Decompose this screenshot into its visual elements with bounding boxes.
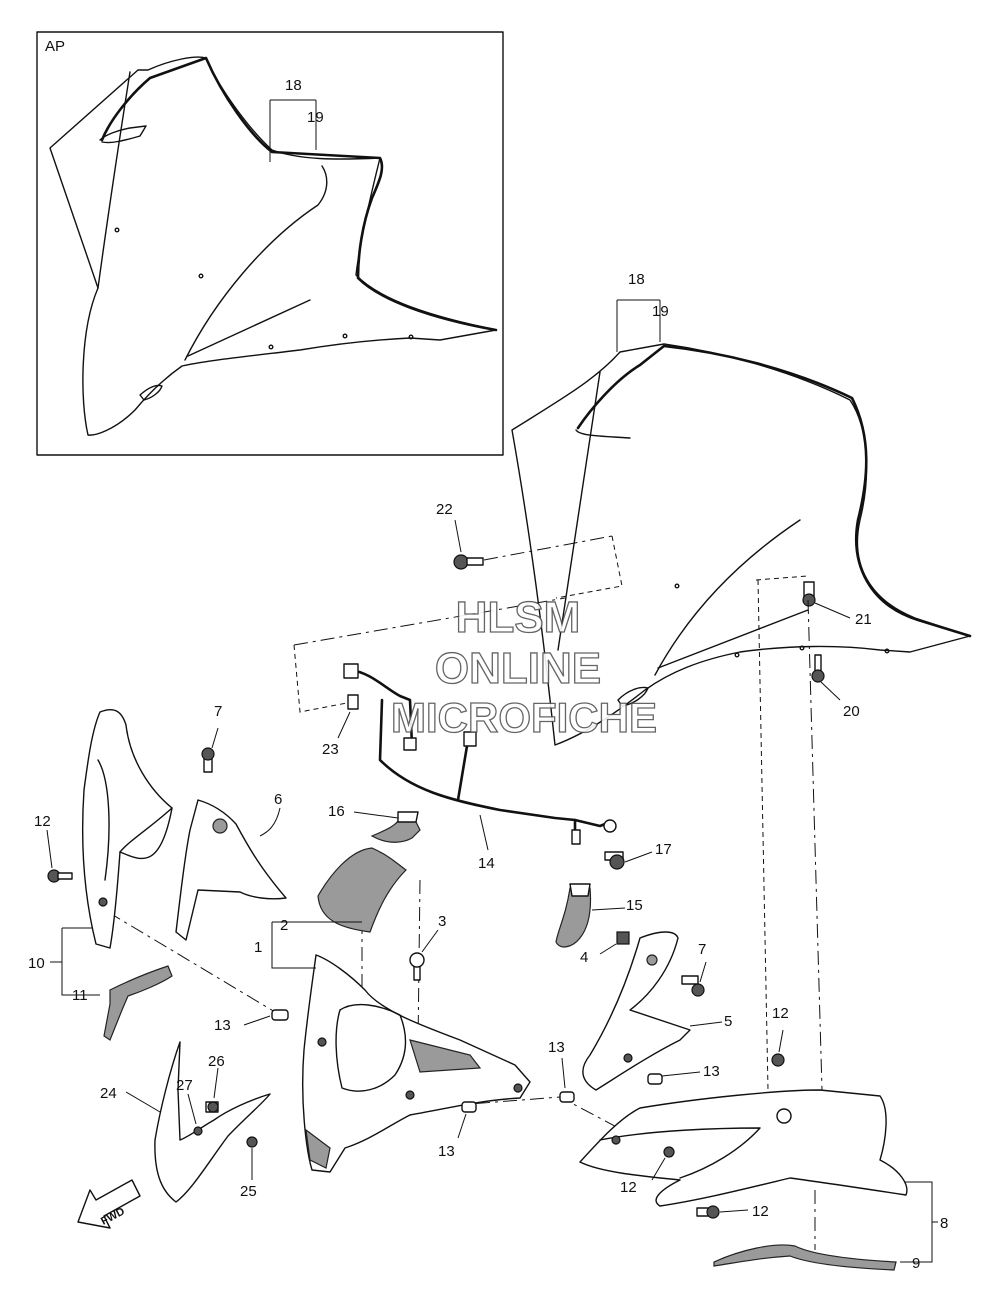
side-cover-1: 1 2	[254, 917, 531, 1173]
inset-ap-box: AP 18 19	[36, 31, 504, 456]
lower-trim-9: 9	[713, 1244, 920, 1272]
bracket-10-11: 10 11	[28, 927, 173, 1041]
callout-15: 15	[626, 897, 643, 914]
callout-3: 3	[438, 913, 446, 930]
screws-12-right: 12 12 12	[620, 1005, 789, 1220]
callout-20: 20	[843, 703, 860, 720]
watermark-line-2: ONLINE	[435, 644, 601, 693]
callout-5: 5	[724, 1013, 732, 1030]
callout-4: 4	[580, 949, 588, 966]
collars-13: 13 13 13	[438, 1039, 720, 1160]
callout-23: 23	[322, 741, 339, 758]
callout-16: 16	[328, 803, 345, 820]
screw-12-left: 12	[34, 813, 73, 883]
fwd-arrow: FWD	[77, 1179, 141, 1229]
callout-13-a: 13	[548, 1039, 565, 1056]
bracket-16: 16	[328, 803, 421, 843]
callout-18-inset: 18	[285, 77, 302, 94]
rivet-7-left: 7	[201, 703, 222, 773]
callout-6: 6	[274, 791, 282, 808]
callout-9: 9	[912, 1255, 920, 1272]
callout-12: 12	[34, 813, 51, 830]
rivet-7-right: 7	[681, 941, 707, 997]
windscreen-trim	[576, 344, 972, 638]
callout-1: 1	[254, 939, 262, 956]
callout-13-b: 13	[703, 1063, 720, 1080]
callout-8: 8	[940, 1215, 948, 1232]
callout-12-b: 12	[620, 1179, 637, 1196]
inset-label: AP	[45, 38, 65, 55]
watermark-line-3: MICROFICHE	[391, 694, 657, 741]
windscreen-edge	[557, 371, 601, 651]
watermark-line-1: HLSM	[456, 593, 581, 642]
windscreen-group: 18 19	[511, 271, 972, 746]
callout-13-c: 13	[438, 1143, 455, 1160]
windscreen-inner-edge	[654, 519, 801, 676]
lower-cover-24: 24 27 26 25	[100, 1041, 271, 1203]
inner-panel-10	[81, 708, 173, 949]
watermark: HLSM ONLINE MICROFICHE	[390, 592, 657, 741]
callout-26: 26	[208, 1053, 225, 1070]
stay-bracket-14: 14	[343, 663, 617, 872]
inset-crease	[187, 299, 311, 357]
callout-11: 11	[72, 987, 88, 1004]
callout-27: 27	[176, 1077, 193, 1094]
callout-7: 7	[214, 703, 222, 720]
panel-2	[317, 847, 407, 933]
callout-25: 25	[240, 1183, 257, 1200]
inner-panel-6: 6	[175, 791, 287, 941]
inner-panel-5: 5	[582, 931, 732, 1091]
bracket-18-19	[616, 299, 661, 352]
inset-trim-upper	[100, 56, 498, 332]
callout-21: 21	[855, 611, 872, 628]
collar-23: 23	[322, 694, 359, 758]
callout-18: 18	[628, 271, 645, 288]
assembly-lines	[107, 535, 823, 1250]
callout-19: 19	[652, 303, 669, 320]
bolt-17: 17	[604, 841, 672, 870]
callout-14: 14	[478, 855, 495, 872]
inset-frame	[36, 31, 504, 456]
inset-inner-edge	[184, 165, 328, 361]
callout-7-right: 7	[698, 941, 706, 958]
callout-2: 2	[280, 917, 288, 934]
screw-21: 21	[802, 581, 872, 628]
windscreen-vent	[575, 429, 631, 439]
callout-13: 13	[214, 1017, 231, 1034]
windscreen-crease	[657, 609, 809, 669]
callout-17: 17	[655, 841, 672, 858]
screw-20: 20	[811, 654, 860, 720]
screw-3: 3	[409, 913, 446, 981]
inset-bracket	[139, 384, 163, 401]
cowling-8: 8	[579, 1089, 948, 1263]
nut-4: 4	[580, 931, 630, 966]
collar-13-left: 13	[214, 1009, 289, 1034]
callout-19-inset: 19	[307, 109, 324, 126]
callout-10: 10	[28, 955, 45, 972]
windscreen-bracket	[617, 686, 649, 707]
bracket-15: 15	[555, 883, 643, 948]
inset-vent	[99, 125, 147, 144]
inset-edge	[97, 71, 131, 289]
callout-22: 22	[436, 501, 453, 518]
callout-12-a: 12	[772, 1005, 789, 1022]
screw-22: 22	[436, 501, 484, 570]
callout-12-c: 12	[752, 1203, 769, 1220]
inset-bracket-18-19	[269, 99, 317, 162]
callout-24: 24	[100, 1085, 117, 1102]
